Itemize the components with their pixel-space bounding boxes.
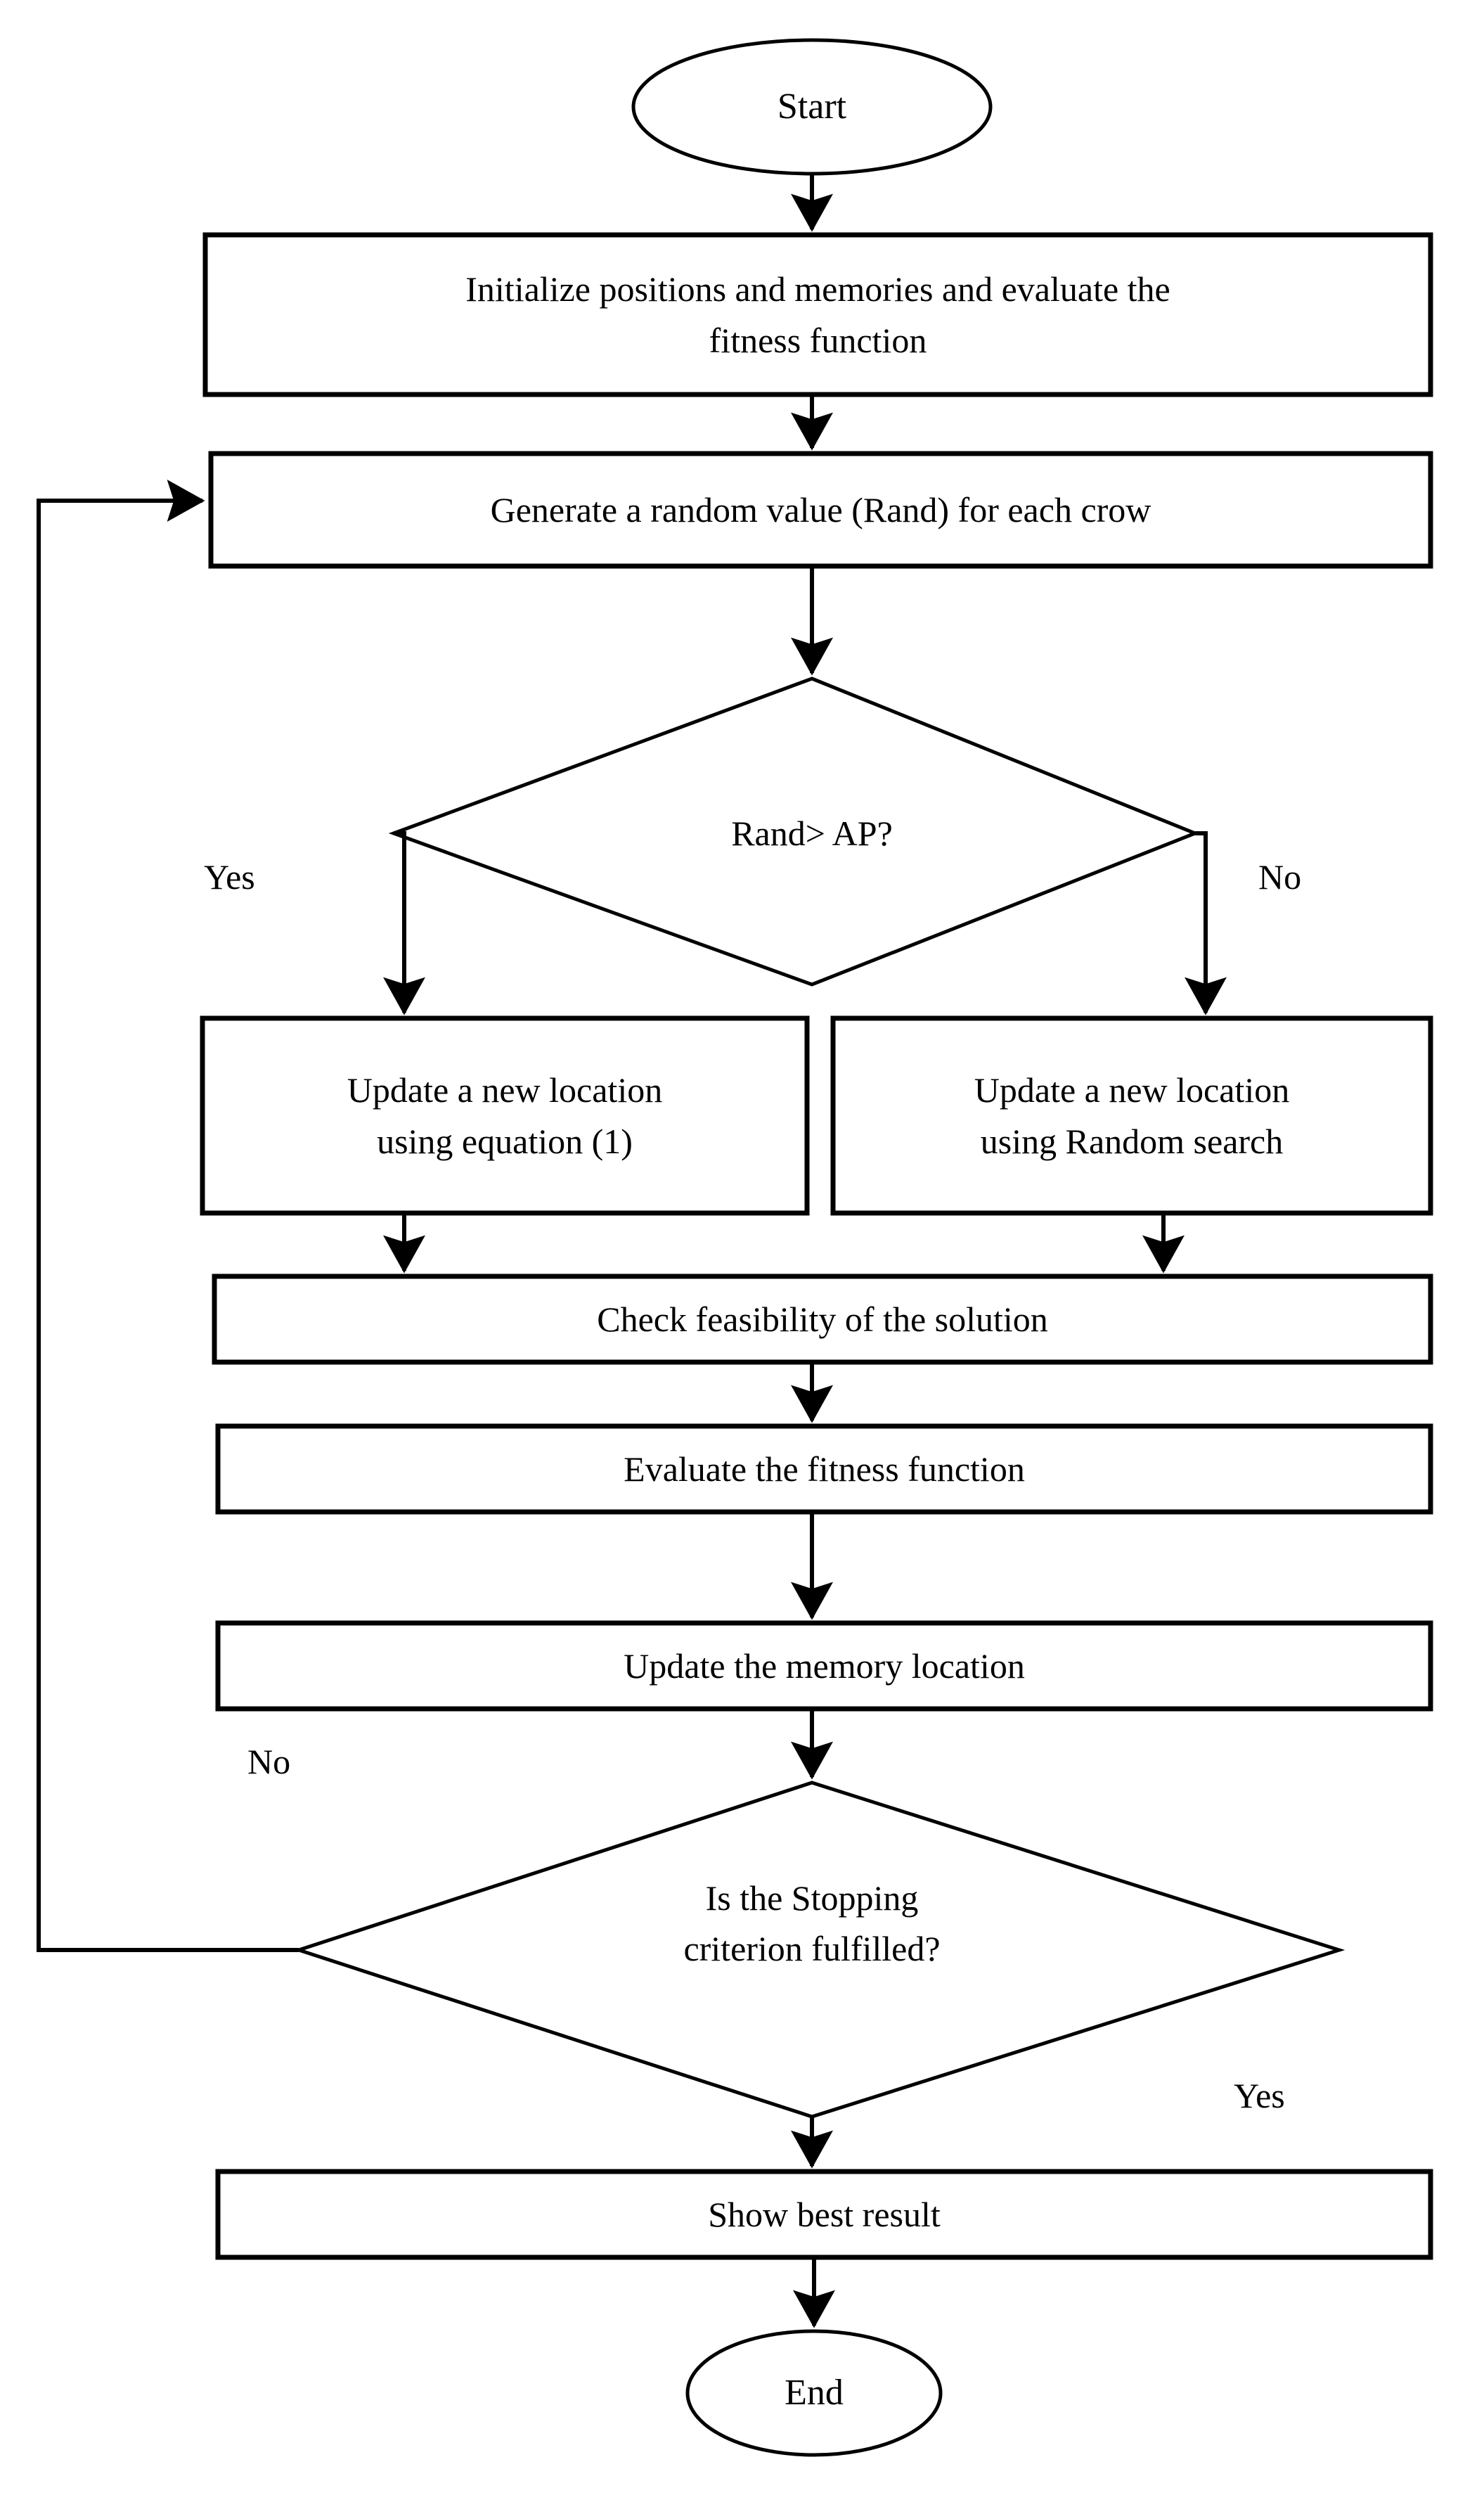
start-terminal-shape	[631, 38, 993, 176]
update-memory-box-shape	[215, 1620, 1433, 1712]
edge-label-stopping-no: No	[247, 1742, 291, 1781]
initialize-box-shape	[202, 232, 1433, 397]
edge-decision-yes-to-update-equation	[383, 831, 425, 1015]
decision-stopping-shape	[292, 1781, 1346, 2119]
edge-decision-no-to-update-random-search	[1185, 831, 1227, 1015]
edge-label-stopping-yes: Yes	[1234, 2076, 1285, 2115]
generate-rand-box-shape	[208, 451, 1433, 569]
edge-label-rand-ap-no: No	[1258, 857, 1302, 897]
edge-decision-stopping-no-feedback-loop	[37, 480, 299, 1952]
edge-label-rand-ap-yes: Yes	[204, 857, 255, 897]
decision-rand-ap-shape	[388, 676, 1200, 987]
end-terminal-shape	[685, 2329, 943, 2457]
check-feasibility-box-shape	[212, 1274, 1433, 1365]
update-random-search-box-shape	[830, 1015, 1433, 1216]
show-best-result-box-shape	[215, 2169, 1433, 2260]
update-equation-box-shape	[200, 1015, 810, 1216]
evaluate-fitness-box-shape	[215, 1423, 1433, 1515]
